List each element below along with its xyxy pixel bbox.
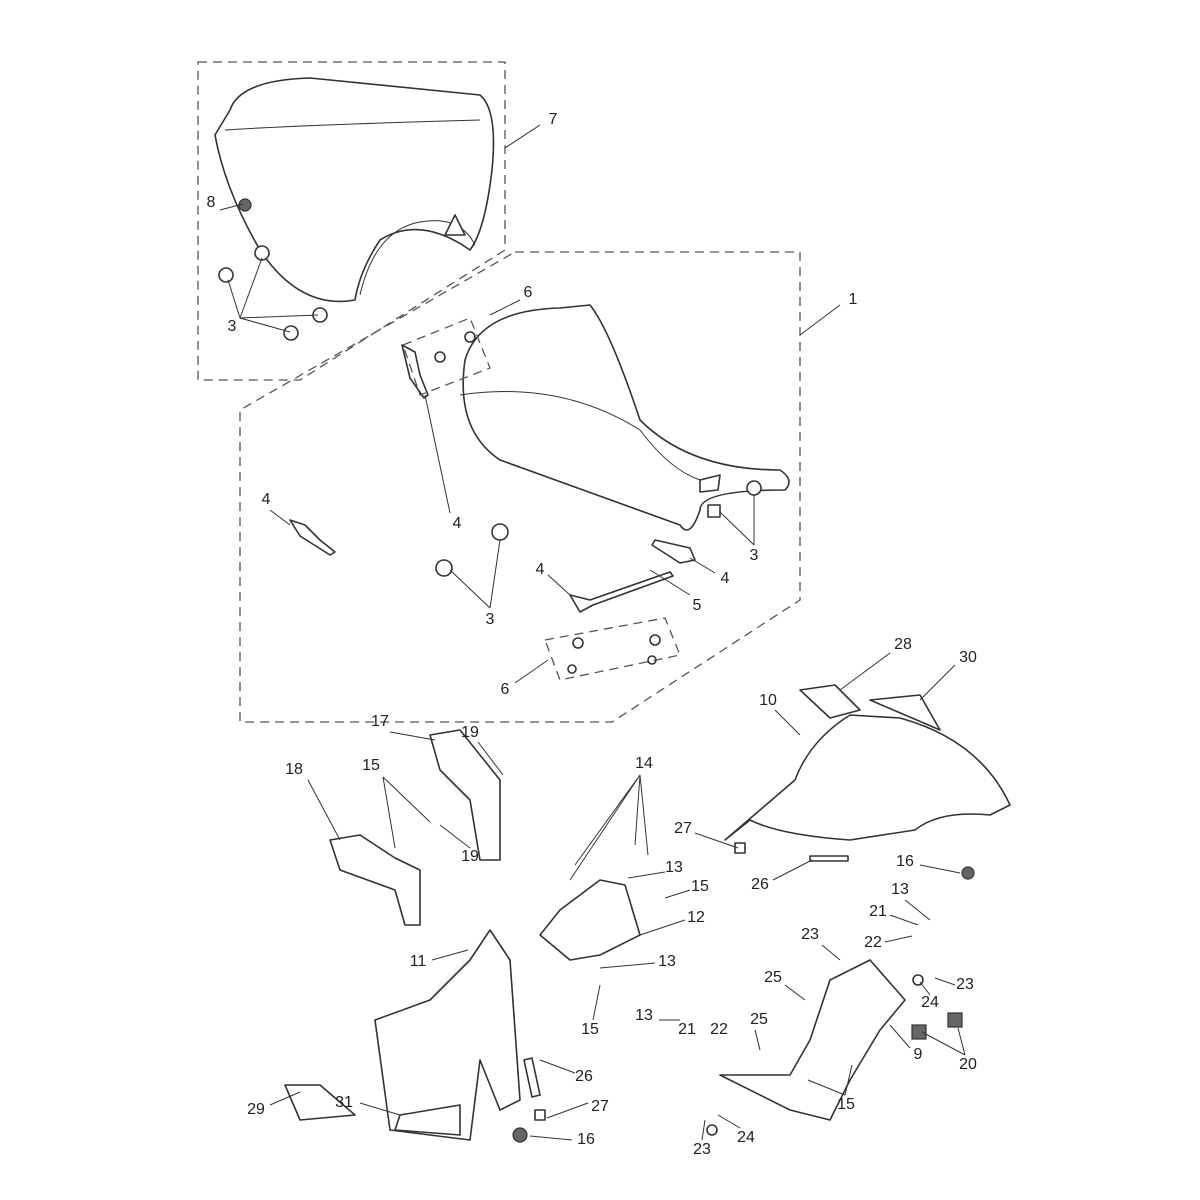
callout: 15 xyxy=(362,757,380,774)
callout: 20 xyxy=(959,1056,977,1073)
part-31 xyxy=(394,1104,461,1136)
part-9 xyxy=(719,959,906,1121)
callout: 23 xyxy=(693,1141,711,1158)
callout: 16 xyxy=(577,1131,595,1148)
callout: 6 xyxy=(501,681,510,698)
callout: 12 xyxy=(687,909,705,926)
callout: 6 xyxy=(524,284,533,301)
callout: 23 xyxy=(801,926,819,943)
rider-seat-group-box xyxy=(239,251,801,723)
callout: 28 xyxy=(894,636,912,653)
callout: 4 xyxy=(536,561,545,578)
part-30 xyxy=(869,694,941,731)
callout: 21 xyxy=(869,903,887,920)
callout: 31 xyxy=(335,1094,353,1111)
callout: 22 xyxy=(710,1021,728,1038)
callout: 7 xyxy=(549,111,558,128)
callout: 15 xyxy=(691,878,709,895)
callout: 15 xyxy=(581,1021,599,1038)
part-18 xyxy=(329,834,421,926)
callout: 25 xyxy=(750,1011,768,1028)
part-28 xyxy=(799,684,861,719)
part-12 xyxy=(539,879,641,961)
part-11 xyxy=(374,929,521,1141)
callout: 17 xyxy=(371,713,389,730)
callout: 5 xyxy=(693,597,702,614)
callout: 4 xyxy=(262,491,271,508)
hardware-box xyxy=(544,617,681,681)
callout: 8 xyxy=(207,194,216,211)
callout: 13 xyxy=(665,859,683,876)
pillion-seat-group-box xyxy=(197,61,506,381)
callout: 16 xyxy=(896,853,914,870)
callout: 21 xyxy=(678,1021,696,1038)
callout: 9 xyxy=(914,1046,923,1063)
leader-lines xyxy=(219,124,966,1141)
callout: 10 xyxy=(759,692,777,709)
callout: 27 xyxy=(591,1098,609,1115)
callout: 11 xyxy=(410,953,427,970)
callout: 22 xyxy=(864,934,882,951)
callout: 13 xyxy=(635,1007,653,1024)
part-17 xyxy=(429,729,501,861)
callout: 13 xyxy=(891,881,909,898)
callout: 23 xyxy=(956,976,974,993)
callout: 13 xyxy=(658,953,676,970)
callout: 19 xyxy=(461,724,479,741)
part-10 xyxy=(724,714,1011,841)
rear-bodywork xyxy=(284,684,1011,1143)
callout: 15 xyxy=(837,1096,855,1113)
callout: 4 xyxy=(721,570,730,587)
callout: 18 xyxy=(285,761,303,778)
callout: 30 xyxy=(959,649,977,666)
callout: 24 xyxy=(921,994,939,1011)
callout: 26 xyxy=(575,1068,593,1085)
rider-seat xyxy=(459,304,790,531)
callout-labels: 7 8 3 6 1 4 4 3 3 4 5 4 6 28 30 10 17 19… xyxy=(207,111,977,1158)
callout: 19 xyxy=(461,848,479,865)
callout: 14 xyxy=(635,755,653,772)
callout: 3 xyxy=(486,611,495,628)
callout: 29 xyxy=(247,1101,265,1118)
callout: 27 xyxy=(674,820,692,837)
part-29 xyxy=(284,1084,356,1121)
callout: 24 xyxy=(737,1129,755,1146)
callout: 25 xyxy=(764,969,782,986)
callout: 4 xyxy=(453,515,462,532)
callout: 26 xyxy=(751,876,769,893)
callout: 1 xyxy=(849,291,858,308)
pillion-seat xyxy=(214,77,495,303)
callout: 3 xyxy=(750,547,759,564)
hardware-box xyxy=(402,317,491,396)
callout: 3 xyxy=(228,318,237,335)
